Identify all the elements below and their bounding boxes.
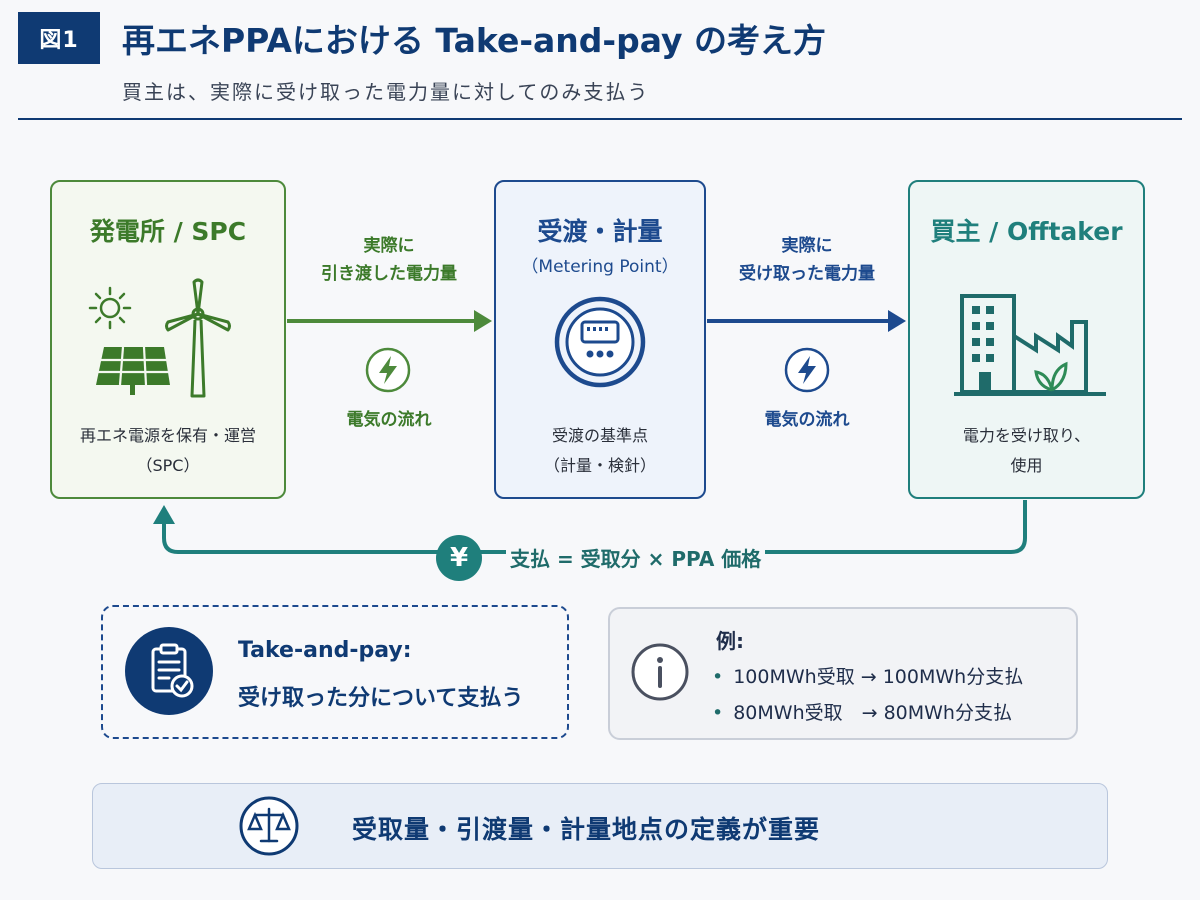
lightning-bolt-icon	[784, 347, 830, 393]
example-item-text: 80MWh受取 → 80MWh分支払	[733, 702, 1012, 724]
arrow-spc-label-2: 引き渡した電力量	[321, 264, 457, 284]
node-spc-desc-1: 再エネ電源を保有・運営	[79, 426, 256, 445]
header-divider	[18, 118, 1182, 120]
key-point-text: 受取量・引渡量・計量地点の定義が重要	[352, 815, 821, 844]
page-title: 再エネPPAにおける Take-and-pay の考え方	[122, 21, 826, 60]
arrow-spc-label-1: 実際に	[363, 236, 415, 256]
node-offtaker-title: 買主 / Offtaker	[930, 217, 1123, 246]
building-factory-icon	[954, 294, 1106, 396]
node-offtaker-desc-1: 電力を受け取り、	[962, 426, 1091, 445]
take-and-pay-title: Take-and-pay:	[238, 638, 412, 663]
arrow-spc-to-meter	[287, 310, 492, 332]
clipboard-check-icon	[125, 627, 213, 715]
arrow-meter-to-offtaker	[707, 310, 906, 332]
node-offtaker-desc-2: 使用	[1010, 456, 1043, 475]
node-meter-desc-1: 受渡の基準点	[551, 426, 648, 445]
node-meter-title: 受渡・計量	[537, 217, 663, 246]
info-icon	[631, 643, 689, 701]
payment-formula: 支払 = 受取分 × PPA 価格	[506, 543, 766, 572]
node-meter-subtitle: （Metering Point）	[521, 257, 679, 277]
node-spc-title: 発電所 / SPC	[89, 217, 247, 246]
node-meter-desc-2: （計量・検針）	[543, 456, 656, 475]
node-spc: 発電所 / SPC 再エネ電源を保有・運営 （SPC）	[50, 180, 286, 499]
solar-panel-icon	[96, 346, 170, 395]
electric-meter-icon	[554, 296, 646, 388]
arrow-offtaker-label-2: 受け取った電力量	[739, 264, 875, 284]
sun-icon	[88, 286, 132, 330]
flow-label-green: 電気の流れ	[346, 410, 432, 430]
take-and-pay-subtitle: 受け取った分について支払う	[238, 686, 524, 711]
example-title: 例:	[716, 629, 744, 653]
figure-badge: 図1	[18, 12, 100, 64]
yen-icon: ¥	[436, 535, 482, 581]
example-item: •80MWh受取 → 80MWh分支払	[712, 702, 1012, 724]
example-item-text: 100MWh受取 → 100MWh分支払	[733, 666, 1024, 688]
arrow-offtaker-label-1: 実際に	[781, 236, 833, 256]
flow-label-blue: 電気の流れ	[764, 410, 850, 430]
wind-turbine-icon	[165, 278, 231, 398]
node-offtaker: 買主 / Offtaker 電力を受け取り、 使用	[908, 180, 1145, 499]
example-item: •100MWh受取 → 100MWh分支払	[712, 666, 1024, 688]
scale-icon	[239, 796, 299, 856]
node-spc-desc-2: （SPC）	[136, 456, 200, 475]
lightning-bolt-icon	[365, 347, 411, 393]
page-subtitle: 買主は、実際に受け取った電力量に対してのみ支払う	[122, 80, 650, 104]
